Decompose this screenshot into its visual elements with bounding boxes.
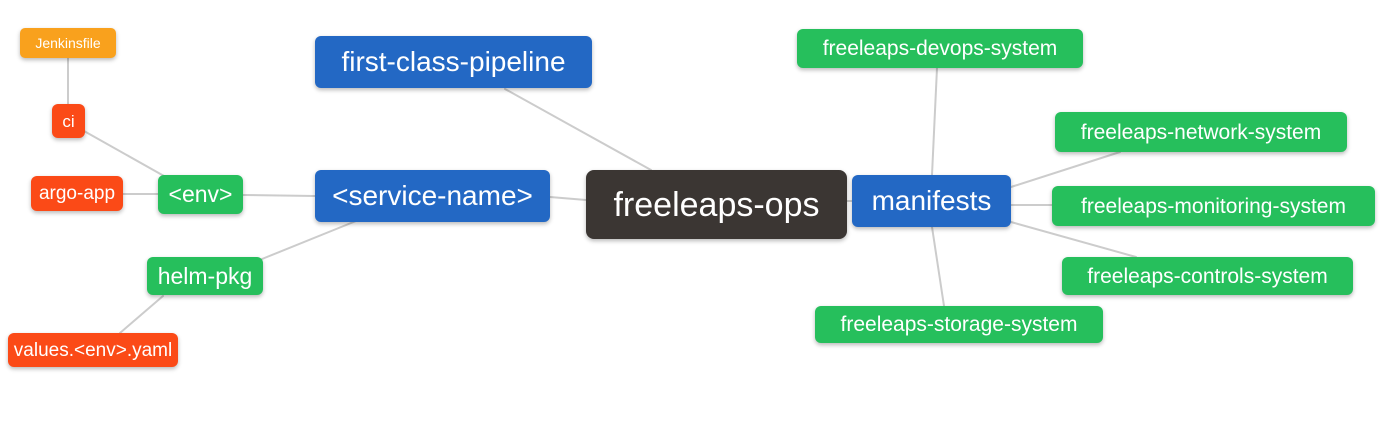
node-manifests[interactable]: manifests (852, 175, 1011, 227)
edge-values-helm-pkg (119, 295, 164, 334)
node-jenkinsfile[interactable]: Jenkinsfile (20, 28, 116, 58)
edge-manifests-network (1010, 151, 1121, 188)
edge-helm-pkg-service-name (261, 220, 357, 260)
edge-service-name-root (549, 196, 587, 201)
edge-pipeline-root (504, 88, 652, 171)
node-freeleaps-ops[interactable]: freeleaps-ops (586, 170, 847, 239)
node-values-env-yaml[interactable]: values.<env>.yaml (8, 333, 178, 367)
edge-ci-env (83, 130, 165, 177)
edge-env-service-name (242, 194, 316, 197)
node-freeleaps-devops-system[interactable]: freeleaps-devops-system (797, 29, 1083, 68)
edge-manifests-controls (1010, 221, 1137, 258)
edge-manifests-devops (931, 67, 938, 176)
node-freeleaps-network-system[interactable]: freeleaps-network-system (1055, 112, 1347, 152)
node-freeleaps-monitoring-system[interactable]: freeleaps-monitoring-system (1052, 186, 1375, 226)
node-freeleaps-controls-system[interactable]: freeleaps-controls-system (1062, 257, 1353, 295)
node-env[interactable]: <env> (158, 175, 243, 214)
node-ci[interactable]: ci (52, 104, 85, 138)
node-first-class-pipeline[interactable]: first-class-pipeline (315, 36, 592, 88)
node-service-name[interactable]: <service-name> (315, 170, 550, 222)
edge-manifests-storage (931, 226, 945, 307)
node-argo-app[interactable]: argo-app (31, 176, 123, 211)
node-helm-pkg[interactable]: helm-pkg (147, 257, 263, 295)
node-freeleaps-storage-system[interactable]: freeleaps-storage-system (815, 306, 1103, 343)
